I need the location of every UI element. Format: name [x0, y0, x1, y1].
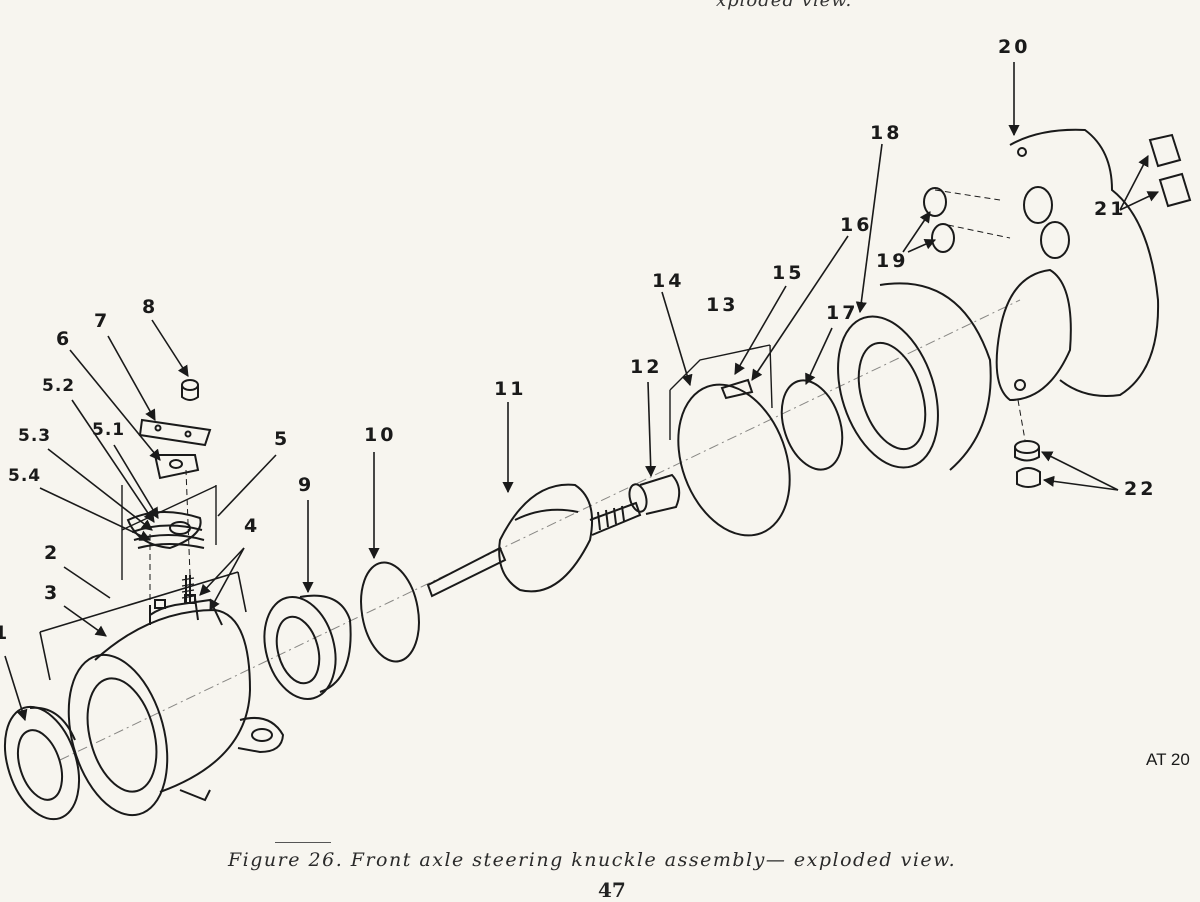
- callout-12: 12: [630, 356, 663, 378]
- axle-shaft-part: [426, 483, 642, 598]
- leader-lines: [4, 62, 1160, 722]
- callout-22: 22: [1124, 478, 1157, 500]
- callout-13: 13: [706, 294, 739, 316]
- callout-5: 5: [274, 428, 291, 450]
- shim-plates: [138, 418, 212, 480]
- figure-caption: Figure 26. Front axle steering knuckle a…: [228, 849, 957, 871]
- bearing-cap-stack: [121, 485, 217, 580]
- callout-11: 11: [494, 378, 527, 400]
- callout-5-2: 5.2: [42, 376, 76, 396]
- boot-clamp-part: [677, 383, 791, 537]
- bushing-part-12: [628, 473, 681, 515]
- header-fragment: xploded view.: [716, 0, 853, 11]
- plate-id: AT 20: [1146, 750, 1190, 769]
- callout-3: 3: [44, 582, 61, 604]
- dust-boot-part: [837, 282, 992, 471]
- clamp-bracket: [669, 344, 773, 440]
- bracket-2-3: [39, 571, 247, 681]
- callout-17: 17: [826, 302, 859, 324]
- callout-20: 20: [998, 36, 1031, 58]
- callout-21: 21: [1094, 198, 1127, 220]
- callout-2: 2: [44, 542, 61, 564]
- callout-8: 8: [142, 296, 159, 318]
- callout-9: 9: [298, 474, 315, 496]
- caption-rule: [275, 842, 331, 843]
- bushing-part-8: [181, 379, 199, 401]
- callout-15: 15: [772, 262, 805, 284]
- callout-18: 18: [870, 122, 903, 144]
- callout-7: 7: [94, 310, 111, 332]
- callout-5-1: 5.1: [92, 420, 126, 440]
- spindle-housing-part: [995, 128, 1160, 402]
- knuckle-housing-part: [67, 594, 285, 817]
- bushing-nut-part-22: [1014, 440, 1041, 488]
- callout-14: 14: [652, 270, 685, 292]
- callout-5-3: 5.3: [18, 426, 52, 446]
- needle-bearings-part-21: [1148, 133, 1192, 208]
- studs-part: [181, 575, 195, 603]
- callout-5-4: 5.4: [8, 466, 42, 486]
- center-line: [59, 299, 1021, 761]
- caps-part-19: [923, 187, 955, 253]
- callout-16: 16: [840, 214, 873, 236]
- callout-6: 6: [56, 328, 73, 350]
- snap-ring-part: [360, 561, 420, 663]
- retaining-ring-part: [780, 379, 844, 471]
- callout-1: 1: [0, 622, 11, 644]
- clamp-screw: [720, 378, 754, 400]
- page-number: 47: [598, 878, 626, 902]
- callout-4: 4: [244, 515, 261, 537]
- wheel-bearing-part: [263, 594, 352, 700]
- callout-10: 10: [364, 424, 397, 446]
- callout-19: 19: [876, 250, 909, 272]
